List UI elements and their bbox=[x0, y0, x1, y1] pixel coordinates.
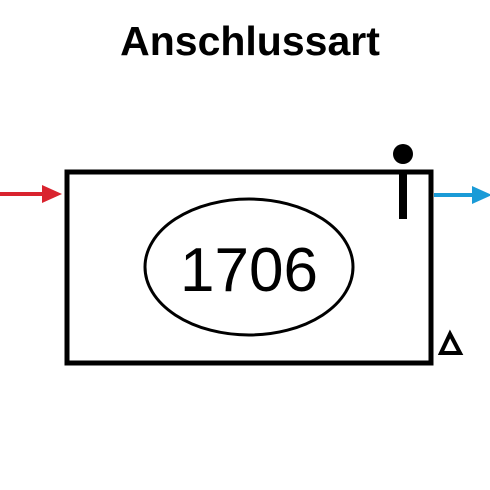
connection-code: 1706 bbox=[180, 236, 318, 305]
outlet-arrow-icon bbox=[434, 186, 490, 204]
triangle-drain-icon bbox=[437, 329, 464, 355]
code-ellipse bbox=[143, 197, 355, 337]
radiator-body bbox=[64, 169, 434, 366]
inlet-arrow-icon bbox=[0, 185, 62, 203]
vent-valve-icon bbox=[393, 144, 413, 219]
diagram-title: Anschlussart bbox=[120, 18, 380, 64]
